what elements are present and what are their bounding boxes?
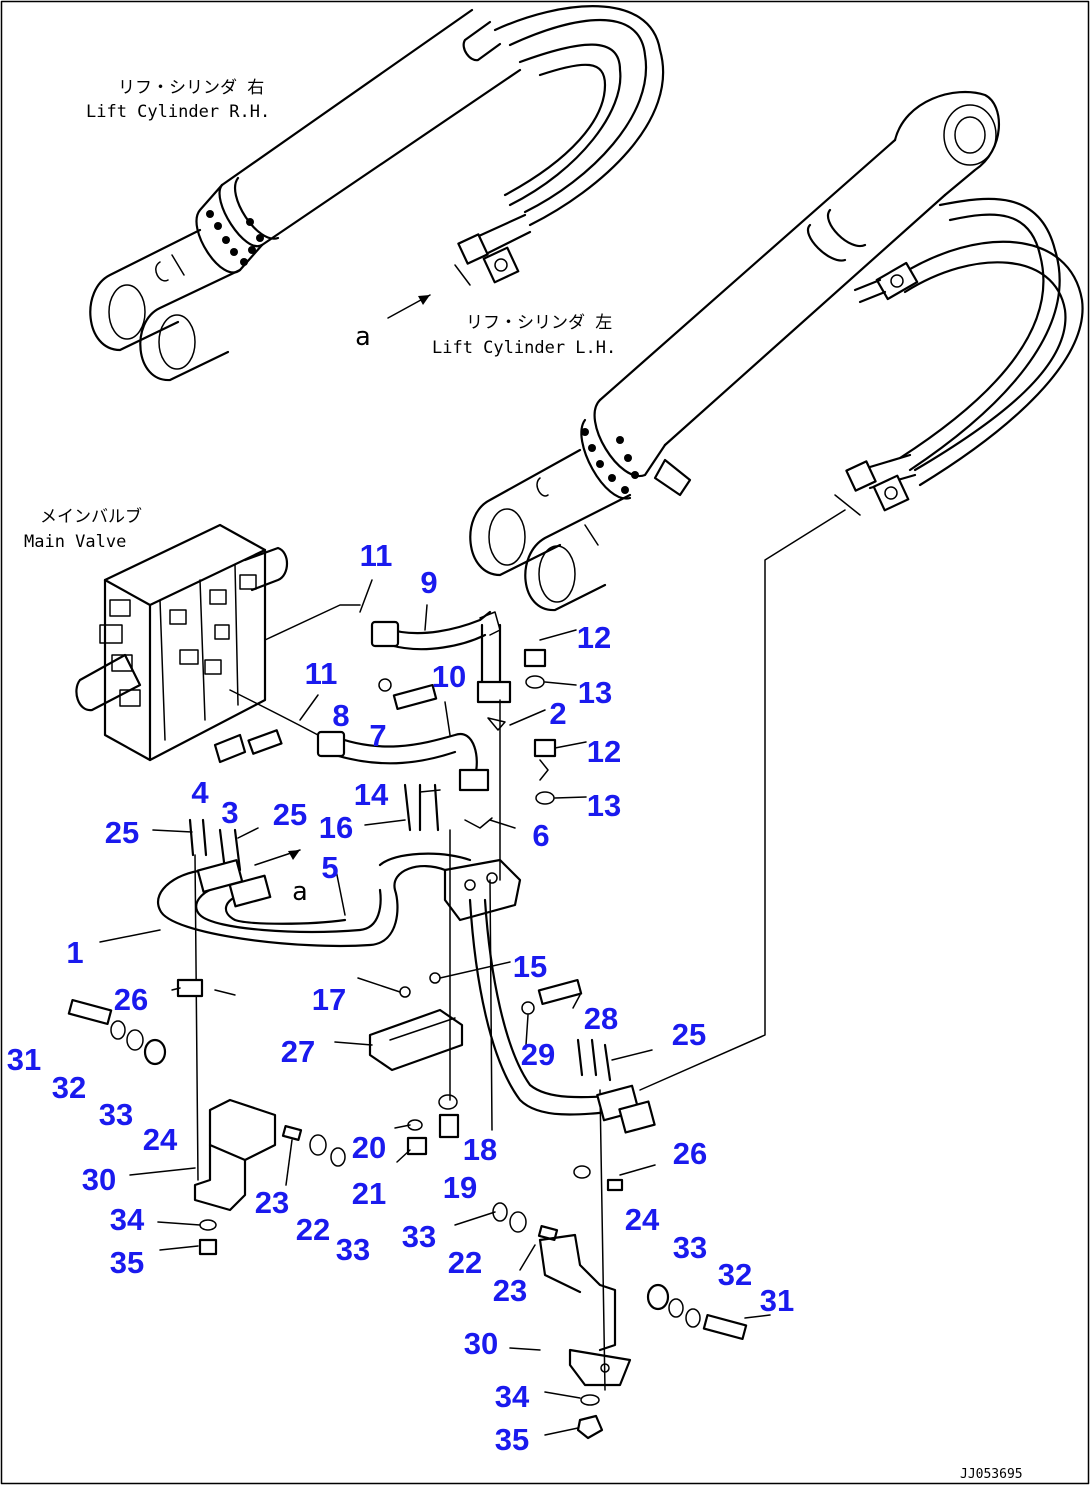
callout-c18: 18 (463, 1132, 497, 1167)
callout-c1: 1 (66, 935, 83, 970)
callout-c20: 20 (352, 1130, 386, 1165)
callout-c22b: 22 (448, 1245, 482, 1280)
reference-mark-a-mid: a (292, 877, 308, 907)
callout-c25a: 25 (105, 815, 139, 850)
callout-c33a: 33 (99, 1097, 133, 1132)
callout-c35a: 35 (110, 1245, 144, 1280)
callout-c33b: 33 (336, 1232, 370, 1267)
callout-c15: 15 (513, 949, 547, 984)
callout-c23b: 23 (493, 1273, 527, 1308)
callout-c5: 5 (321, 850, 338, 885)
drawing-code: JJ053695 (960, 1467, 1023, 1482)
callout-c31b: 31 (760, 1283, 794, 1318)
callout-c33c: 33 (402, 1219, 436, 1254)
callout-c32a: 32 (52, 1070, 86, 1105)
callout-c13a: 13 (578, 675, 612, 710)
callout-c33d: 33 (673, 1230, 707, 1265)
callout-c34a: 34 (110, 1202, 145, 1237)
callout-c3: 3 (221, 795, 238, 830)
callout-c26b: 26 (673, 1136, 707, 1171)
callout-c34b: 34 (495, 1379, 530, 1414)
callout-c25c: 25 (672, 1017, 706, 1052)
lift-cylinder-lh-drawing (469, 90, 1084, 1091)
callout-c23a: 23 (255, 1185, 289, 1220)
callout-c14: 14 (354, 777, 389, 812)
callout-c31a: 31 (7, 1042, 41, 1077)
callout-c27: 27 (281, 1034, 315, 1069)
callout-c26a: 26 (114, 982, 148, 1017)
callout-c7: 7 (369, 718, 386, 753)
callout-c32b: 32 (718, 1257, 752, 1292)
callout-c4: 4 (191, 775, 209, 810)
callout-c22a: 22 (296, 1212, 330, 1247)
lift-cylinder-rh-drawing (89, 5, 665, 382)
lift-cylinder-rh-en-label: Lift Cylinder R.H. (86, 102, 270, 122)
callout-c16: 16 (319, 810, 353, 845)
lift-cylinder-rh-jp-label: リフ・シリンダ 右 (118, 78, 264, 98)
callout-c2: 2 (549, 696, 566, 731)
callout-c19: 19 (443, 1170, 477, 1205)
callout-c12a: 12 (577, 620, 611, 655)
callout-c30b: 30 (464, 1326, 498, 1361)
callout-c6: 6 (532, 818, 549, 853)
callout-c21: 21 (352, 1176, 386, 1211)
piping-assembly-drawing (67, 579, 771, 1440)
callout-c30a: 30 (82, 1162, 116, 1197)
callout-c11a: 11 (360, 538, 393, 573)
callout-c10: 10 (432, 659, 466, 694)
reference-mark-a-top: a (355, 322, 371, 352)
lift-cylinder-lh-en-label: Lift Cylinder L.H. (432, 338, 616, 358)
callout-c24b: 24 (625, 1202, 660, 1237)
callout-c25b: 25 (273, 797, 307, 832)
callout-c35b: 35 (495, 1422, 529, 1457)
main-valve-jp-label: メインバルブ (40, 506, 142, 527)
callout-c11b: 11 (305, 656, 338, 691)
callout-c24a: 24 (143, 1122, 178, 1157)
callout-c13b: 13 (587, 788, 621, 823)
callout-c8: 8 (332, 698, 349, 733)
callout-c9: 9 (420, 565, 437, 600)
callout-c17: 17 (312, 982, 346, 1017)
callout-c29: 29 (521, 1037, 555, 1072)
main-valve-drawing (75, 523, 361, 762)
lift-cylinder-lh-jp-label: リフ・シリンダ 左 (466, 313, 612, 333)
callout-layer: 1234567891011111212131314151617181920212… (7, 538, 794, 1457)
callout-c12b: 12 (587, 734, 621, 769)
callout-c28: 28 (584, 1001, 618, 1036)
main-valve-en-label: Main Valve (24, 532, 126, 552)
